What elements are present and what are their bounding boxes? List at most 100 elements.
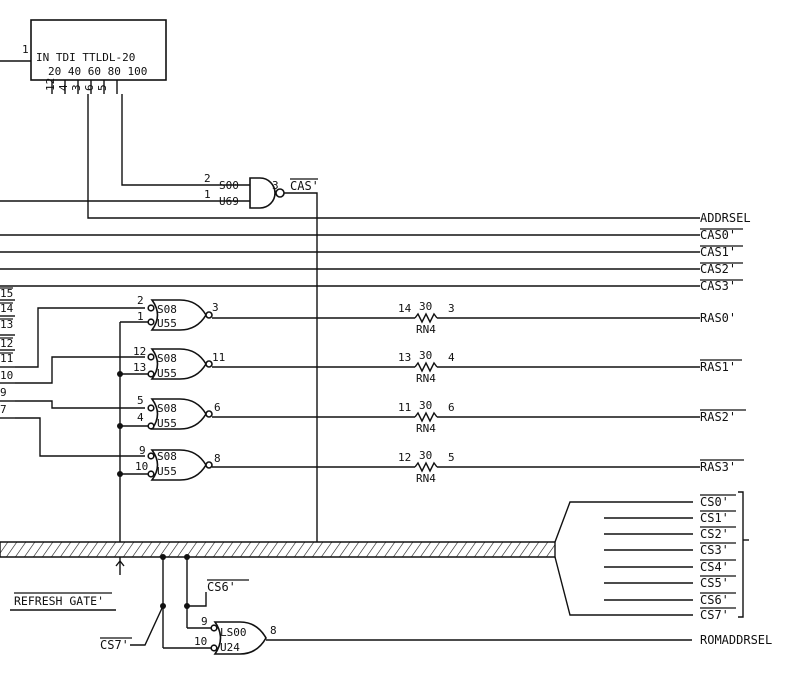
ras-gate-3-type: S08: [157, 450, 177, 463]
cas2-label: CAS2': [700, 262, 736, 276]
rn4-0-ref: RN4: [416, 323, 436, 336]
ras-gate-0-out: 3: [212, 301, 219, 314]
rom-gate-in-a: 9: [201, 615, 208, 628]
ras-gate-1-in-a: 12: [133, 345, 146, 358]
rn4-2-value: 30: [419, 399, 432, 412]
delay-line-taps: 20 40 60 80 100: [48, 65, 147, 78]
cas-gate-ref: U69: [219, 195, 239, 208]
ras-gate-2-in-b: 4: [137, 411, 144, 424]
romaddrsel-label: ROMADDRSEL: [700, 633, 772, 647]
cs5-label: CS5': [700, 576, 729, 590]
rom-gate-in-b: 10: [194, 635, 207, 648]
ras-gate-0-type: S08: [157, 303, 177, 316]
ras-gate-0-in-a: 2: [137, 294, 144, 307]
enable-net: [117, 321, 150, 538]
addrsel-label: ADDRSEL: [700, 211, 751, 225]
delay-pin-12: 12: [44, 78, 57, 91]
ras-gate-1: S08 U55 12 13 11: [133, 345, 225, 380]
delay-pin-4: 4: [57, 84, 70, 91]
ras-line-3: 12 30 5 RN4 RAS3': [212, 449, 744, 485]
cs7-tap-label: CS7': [100, 638, 129, 652]
delay-pin-5: 5: [96, 84, 109, 91]
ras-gate-3-ref: U55: [157, 465, 177, 478]
left-pin-14: 14: [0, 302, 14, 315]
ras-line-1: 13 30 4 RN4 RAS1': [212, 349, 742, 385]
rom-select: CS6' CS7' LS00 U24 9 10 8 ROMADDRSEL: [100, 554, 772, 655]
cas-prime-label: CAS': [290, 179, 319, 193]
rom-gate-ref: U24: [220, 641, 240, 654]
left-pin-9: 9: [0, 386, 7, 399]
cs4-label: CS4': [700, 560, 729, 574]
rn4-0-value: 30: [419, 300, 432, 313]
ras2-label: RAS2': [700, 410, 736, 424]
ras3-label: RAS3': [700, 460, 736, 474]
bus-stubs: [115, 538, 318, 575]
cas1-label: CAS1': [700, 245, 736, 259]
ras-gate-2-ref: U55: [157, 417, 177, 430]
cas-gate-pin-b: 1: [204, 188, 211, 201]
ras-gate-1-in-b: 13: [133, 361, 146, 374]
ras-gate-0-ref: U55: [157, 317, 177, 330]
rn4-1-value: 30: [419, 349, 432, 362]
rn4-0-pin-out: 3: [448, 302, 455, 315]
delay-pin-6: 6: [83, 84, 96, 91]
rn4-0-pin-in: 14: [398, 302, 412, 315]
cs6-tap-label: CS6': [207, 580, 236, 594]
refresh-gate-label: REFRESH GATE': [14, 594, 104, 608]
left-pins: 15 14 13 12 11 10 9 7: [0, 287, 145, 457]
left-pin-7: 7: [0, 403, 7, 416]
cs0-label: CS0': [700, 495, 729, 509]
rn4-2-ref: RN4: [416, 422, 436, 435]
cs7-label: CS7': [700, 608, 729, 622]
cas-gate-pin-out: 3: [272, 179, 279, 192]
rn4-3-value: 30: [419, 449, 432, 462]
cs1-label: CS1': [700, 511, 729, 525]
ras-gate-2-in-a: 5: [137, 394, 144, 407]
delay-line-pin-in: 1: [22, 43, 29, 56]
ras-gate-3-out: 8: [214, 452, 221, 465]
left-pin-11: 11: [0, 352, 13, 365]
cas3-label: CAS3': [700, 279, 736, 293]
ras-gate-2: S08 U55 5 4 6: [137, 394, 221, 430]
ras-gate-3: S08 U55 9 10 8: [135, 444, 221, 481]
cs-bus: CS0' CS1' CS2' CS3' CS4' CS5' CS6' CS7': [0, 491, 749, 622]
rn4-3-ref: RN4: [416, 472, 436, 485]
cas-gate-pin-a: 2: [204, 172, 211, 185]
ras-gate-2-out: 6: [214, 401, 221, 414]
ras-gate-0-in-b: 1: [137, 310, 144, 323]
cas-gate-type: S00: [219, 179, 239, 192]
ras-gate-2-type: S08: [157, 402, 177, 415]
rn4-3-pin-out: 5: [448, 451, 455, 464]
delay-line-label: IN TDI TTLDL-20: [36, 51, 135, 64]
rn4-1-pin-out: 4: [448, 351, 455, 364]
ras-line-0: 14 30 3 RN4 RAS0': [212, 300, 736, 336]
refresh-gate: REFRESH GATE': [10, 592, 116, 611]
ras0-label: RAS0': [700, 311, 736, 325]
rn4-1-ref: RN4: [416, 372, 436, 385]
rom-gate-out: 8: [270, 624, 277, 637]
left-pin-15: 15: [0, 287, 13, 300]
signal-lines: ADDRSEL CAS0' CAS1' CAS2' CAS3': [0, 211, 751, 293]
cas-gate-s00: 2 1 S00 U69 3 CAS': [0, 172, 319, 538]
rn4-2-pin-out: 6: [448, 401, 455, 414]
delay-line-ttldl20: 1 IN TDI TTLDL-20 20 40 60 80 100 12 4 3…: [0, 19, 700, 219]
cs3-label: CS3': [700, 543, 729, 557]
rn4-3-pin-in: 12: [398, 451, 411, 464]
delay-pin-3: 3: [70, 84, 83, 91]
rn4-2-pin-in: 11: [398, 401, 411, 414]
ras-gate-0: S08 U55 2 1 3: [137, 294, 219, 331]
ras1-label: RAS1': [700, 360, 736, 374]
ras-gate-1-out: 11: [212, 351, 225, 364]
cs2-label: CS2': [700, 527, 729, 541]
cas0-label: CAS0': [700, 228, 736, 242]
left-pin-10: 10: [0, 369, 13, 382]
ras-gate-3-in-a: 9: [139, 444, 146, 457]
left-pin-13: 13: [0, 318, 13, 331]
ras-line-2: 11 30 6 RN4 RAS2': [212, 399, 746, 435]
cs6-label: CS6': [700, 593, 729, 607]
ras-gate-3-in-b: 10: [135, 460, 148, 473]
delay-line-body: [30, 19, 167, 81]
rn4-1-pin-in: 13: [398, 351, 411, 364]
ras-gate-1-ref: U55: [157, 367, 177, 380]
